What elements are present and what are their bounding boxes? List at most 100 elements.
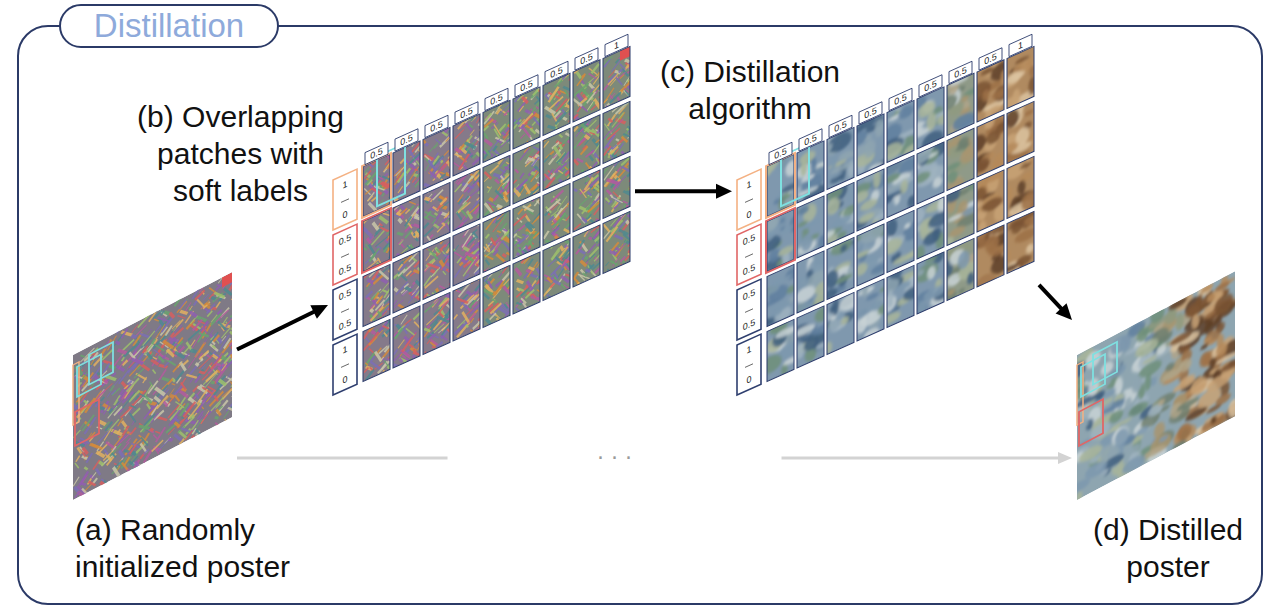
- noise-stripe: [412, 177, 416, 182]
- noise-stripe: [462, 233, 471, 248]
- noise-stripe: [181, 380, 186, 392]
- noise-stripe: [103, 451, 113, 461]
- noise-stripe: [228, 345, 237, 357]
- noise-stripe: [371, 356, 375, 361]
- noise-stripe: [135, 351, 141, 360]
- noise-stripe: [156, 427, 165, 442]
- label-card-box: [333, 334, 357, 395]
- noise-stripe: [214, 353, 222, 364]
- noise-stripe: [211, 356, 221, 369]
- noise-stripe: [394, 300, 404, 308]
- noise-stripe: [485, 147, 490, 158]
- noise-stripe: [488, 279, 492, 290]
- texture-ground: [513, 197, 540, 259]
- noise-stripe: [232, 393, 237, 404]
- noise-stripe: [396, 167, 405, 176]
- noise-stripe: [495, 106, 500, 114]
- noise-stripe: [156, 304, 164, 312]
- noise-stripe: [366, 291, 373, 297]
- noise-stripe: [76, 456, 80, 462]
- noise-stripe: [223, 411, 229, 419]
- noise-stripe: [103, 405, 109, 415]
- noise-stripe: [154, 394, 160, 405]
- noise-stripe: [549, 87, 559, 102]
- noise-stripe: [425, 304, 434, 313]
- noise-stripe: [191, 333, 202, 350]
- noise-stripe: [219, 377, 226, 389]
- noise-stripe: [143, 331, 155, 346]
- noise-stripe: [565, 89, 569, 98]
- poster-texture: [73, 261, 241, 511]
- noise-stripe: [528, 155, 535, 163]
- noise-stripe: [226, 318, 233, 324]
- noise-stripe: [413, 348, 416, 355]
- noise-stripe: [197, 389, 207, 404]
- noise-stripe: [484, 251, 493, 263]
- noise-stripe: [195, 290, 204, 299]
- noise-stripe: [490, 139, 500, 152]
- texture-ground: [483, 210, 510, 272]
- texture-ground: [393, 306, 420, 368]
- noise-stripe: [188, 353, 199, 369]
- noise-stripe: [409, 252, 418, 262]
- noise-stripe: [425, 207, 436, 222]
- noise-stripe: [406, 217, 412, 231]
- noise-stripe: [520, 113, 533, 127]
- noise-stripe: [128, 381, 132, 385]
- noise-stripe: [179, 300, 186, 309]
- noise-stripe: [429, 157, 436, 173]
- noise-stripe: [104, 478, 108, 486]
- noise-stripe: [486, 198, 495, 210]
- noise-stripe: [150, 427, 153, 432]
- noise-stripe: [455, 130, 464, 139]
- noise-stripe: [153, 347, 158, 357]
- noise-stripe: [196, 362, 199, 367]
- noise-stripe: [445, 210, 451, 218]
- noise-stripe: [388, 353, 393, 359]
- noise-stripe: [101, 397, 104, 401]
- noise-stripe: [126, 438, 131, 443]
- noise-stripe: [495, 241, 502, 251]
- noise-stripe: [545, 276, 552, 285]
- noise-stripe: [429, 235, 433, 239]
- noise-stripe: [502, 131, 506, 138]
- noise-stripe: [158, 439, 170, 451]
- noise-stripe: [199, 369, 204, 376]
- noise-stripe: [109, 400, 123, 412]
- noise-stripe: [485, 113, 491, 120]
- noise-stripe: [470, 130, 475, 136]
- noise-stripe: [487, 185, 490, 189]
- noise-stripe: [474, 294, 479, 300]
- noise-stripe: [513, 180, 517, 184]
- noise-stripe: [368, 277, 374, 286]
- noise-stripe: [190, 415, 194, 419]
- noise-stripe: [524, 273, 528, 278]
- noise-stripe: [80, 353, 85, 359]
- noise-stripe: [193, 319, 203, 330]
- noise-stripe: [105, 379, 108, 385]
- noise-stripe: [558, 168, 563, 175]
- noise-stripe: [415, 230, 418, 239]
- noise-stripe: [547, 275, 552, 284]
- noise-stripe: [221, 326, 224, 333]
- noise-stripe: [564, 266, 566, 271]
- noise-stripe: [365, 362, 368, 367]
- noise-stripe: [489, 277, 491, 282]
- noise-stripe: [204, 326, 207, 334]
- noise-stripe: [536, 276, 540, 280]
- noise-stripe: [199, 351, 209, 360]
- noise-stripe: [170, 311, 174, 320]
- noise-stripe: [162, 317, 173, 332]
- noise-stripe: [370, 306, 383, 321]
- noise-stripe: [177, 377, 181, 383]
- noise-stripe: [140, 398, 143, 403]
- noise-stripe: [168, 403, 181, 418]
- noise-stripe: [75, 485, 79, 493]
- noise-stripe: [473, 155, 477, 159]
- noise-stripe: [132, 421, 135, 426]
- noise-stripe: [112, 425, 122, 440]
- noise-stripe: [485, 136, 492, 148]
- noise-stripe: [475, 267, 483, 275]
- noise-stripe: [373, 220, 378, 232]
- noise-stripe: [378, 360, 390, 373]
